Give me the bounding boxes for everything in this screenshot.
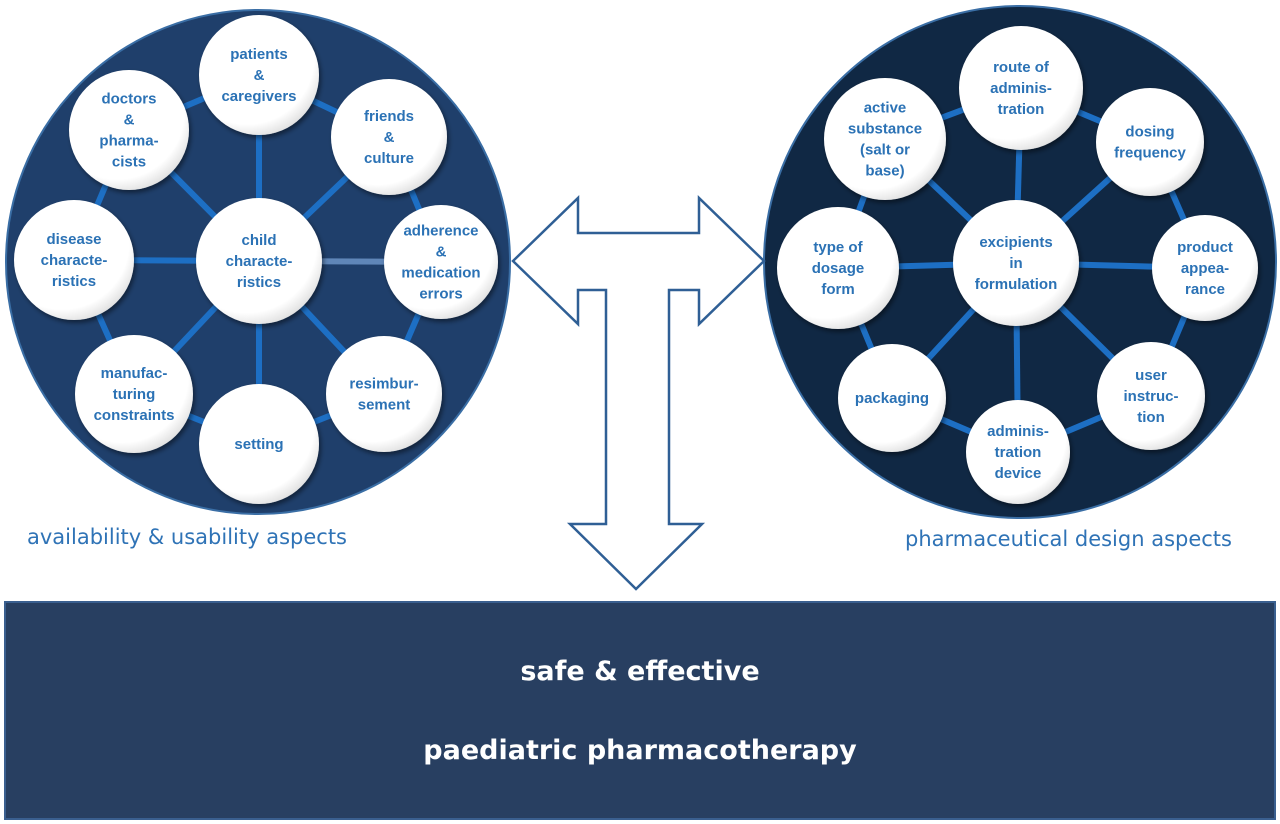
friends-node: friends & culture: [331, 79, 447, 195]
manufacturing-node-circle: [75, 335, 193, 453]
dosing-label-line: frequency: [1114, 145, 1186, 162]
active-substance-label-line: substance: [848, 121, 922, 138]
reimbursement-label-line: sement: [358, 397, 411, 414]
manufacturing-label-line: constraints: [94, 407, 175, 424]
dosing-label-line: dosing: [1125, 124, 1174, 141]
doctors-node-circle: [69, 70, 189, 190]
reimbursement-node: resimbur-sement: [326, 336, 442, 452]
patients-node: patients & caregivers: [199, 15, 319, 135]
right-cluster-caption: pharmaceutical design aspects: [905, 527, 1232, 551]
friends-label-line: friends: [364, 108, 414, 125]
dosage-form-label-line: form: [821, 281, 854, 298]
center-label-line: in: [1009, 255, 1022, 272]
dosing-node: dosing frequency: [1096, 88, 1204, 196]
setting-label-line: setting: [234, 436, 283, 453]
dosage-form-label-line: type of: [813, 239, 863, 256]
disease-label-line: characte-: [41, 252, 108, 269]
adherence-node: adherence & medication errors: [384, 205, 498, 319]
packaging-label-line: packaging: [855, 390, 929, 407]
left-cluster: patients & caregivers friends & culture adhere…: [5, 9, 511, 515]
disease-label-line: ristics: [52, 273, 96, 290]
user-instruction-label-line: user: [1135, 367, 1167, 384]
appearance-label-line: appea-: [1181, 260, 1229, 277]
dosage-form-node-circle: [777, 207, 899, 329]
patients-label-line: caregivers: [221, 88, 296, 105]
right-cluster-center-node: excipients in formulation: [953, 200, 1079, 326]
t-arrow: [511, 195, 766, 591]
doctors-node: doctors & pharma-cists: [69, 70, 189, 190]
route-node-circle: [959, 26, 1083, 150]
route-label-line: tration: [998, 101, 1045, 118]
doctors-label-line: doctors: [101, 91, 156, 108]
center-label-line: ristics: [237, 274, 281, 291]
appearance-label-line: product: [1177, 239, 1233, 256]
doctors-label-line: pharma-: [99, 133, 158, 150]
center-node-circle: [196, 198, 322, 324]
friends-node-circle: [331, 79, 447, 195]
admin-device-label-line: adminis-: [987, 423, 1049, 440]
appearance-node-circle: [1152, 215, 1258, 321]
admin-device-node-circle: [966, 400, 1070, 504]
route-node: route of adminis-tration: [959, 26, 1083, 150]
disease-node-circle: [14, 200, 134, 320]
appearance-label-line: rance: [1185, 281, 1225, 298]
route-label-line: adminis-: [990, 80, 1052, 97]
packaging-node: packaging: [838, 344, 946, 452]
adherence-node-circle: [384, 205, 498, 319]
user-instruction-node-circle: [1097, 342, 1205, 450]
adherence-label-line: adherence: [403, 223, 478, 240]
manufacturing-node: manufac-turing constraints: [75, 335, 193, 453]
active-substance-label-line: base): [865, 163, 904, 180]
setting-node: setting: [199, 384, 319, 504]
adherence-label-line: medication: [401, 265, 480, 282]
active-substance-node-circle: [824, 78, 946, 200]
doctors-label-line: cists: [112, 154, 146, 171]
center-node-circle: [953, 200, 1079, 326]
disease-node: disease characte-ristics: [14, 200, 134, 320]
manufacturing-label-line: turing: [113, 386, 156, 403]
active-substance-label-line: (salt or: [860, 142, 910, 159]
admin-device-node: adminis-tration device: [966, 400, 1070, 504]
right-cluster: route of adminis-tration dosing frequency pr…: [763, 5, 1277, 519]
reimbursement-label-line: resimbur-: [349, 376, 418, 393]
dosage-form-label-line: dosage: [812, 260, 865, 277]
admin-device-label-line: device: [995, 465, 1042, 482]
manufacturing-label-line: manufac-: [101, 365, 168, 382]
packaging-node-circle: [838, 344, 946, 452]
patients-label-line: patients: [230, 46, 288, 63]
center-label-line: characte-: [226, 253, 293, 270]
appearance-node: product appea-rance: [1152, 215, 1258, 321]
banner-line-1: safe & effective: [520, 656, 759, 687]
adherence-label-line: errors: [419, 286, 462, 303]
active-substance-node: active substance (salt or base): [824, 78, 946, 200]
active-substance-label-line: active: [864, 100, 907, 117]
result-banner: [4, 601, 1276, 820]
setting-node-circle: [199, 384, 319, 504]
center-label-line: child: [241, 232, 276, 249]
left-cluster-center-node: child characte-ristics: [196, 198, 322, 324]
disease-label-line: disease: [46, 231, 101, 248]
center-label-line: formulation: [975, 276, 1058, 293]
patients-label-line: &: [254, 67, 265, 84]
route-label-line: route of: [993, 59, 1050, 76]
doctors-label-line: &: [124, 112, 135, 129]
dosage-form-node: type of dosage form: [777, 207, 899, 329]
friends-label-line: &: [384, 129, 395, 146]
adherence-label-line: &: [436, 244, 447, 261]
friends-label-line: culture: [364, 150, 414, 167]
reimbursement-node-circle: [326, 336, 442, 452]
user-instruction-label-line: tion: [1137, 409, 1165, 426]
admin-device-label-line: tration: [995, 444, 1042, 461]
left-cluster-caption: availability & usability aspects: [27, 525, 347, 549]
user-instruction-node: user instruc-tion: [1097, 342, 1205, 450]
center-label-line: excipients: [979, 234, 1052, 251]
user-instruction-label-line: instruc-: [1123, 388, 1178, 405]
dosing-node-circle: [1096, 88, 1204, 196]
banner-line-2: paediatric pharmacotherapy: [423, 735, 857, 766]
patients-node-circle: [199, 15, 319, 135]
